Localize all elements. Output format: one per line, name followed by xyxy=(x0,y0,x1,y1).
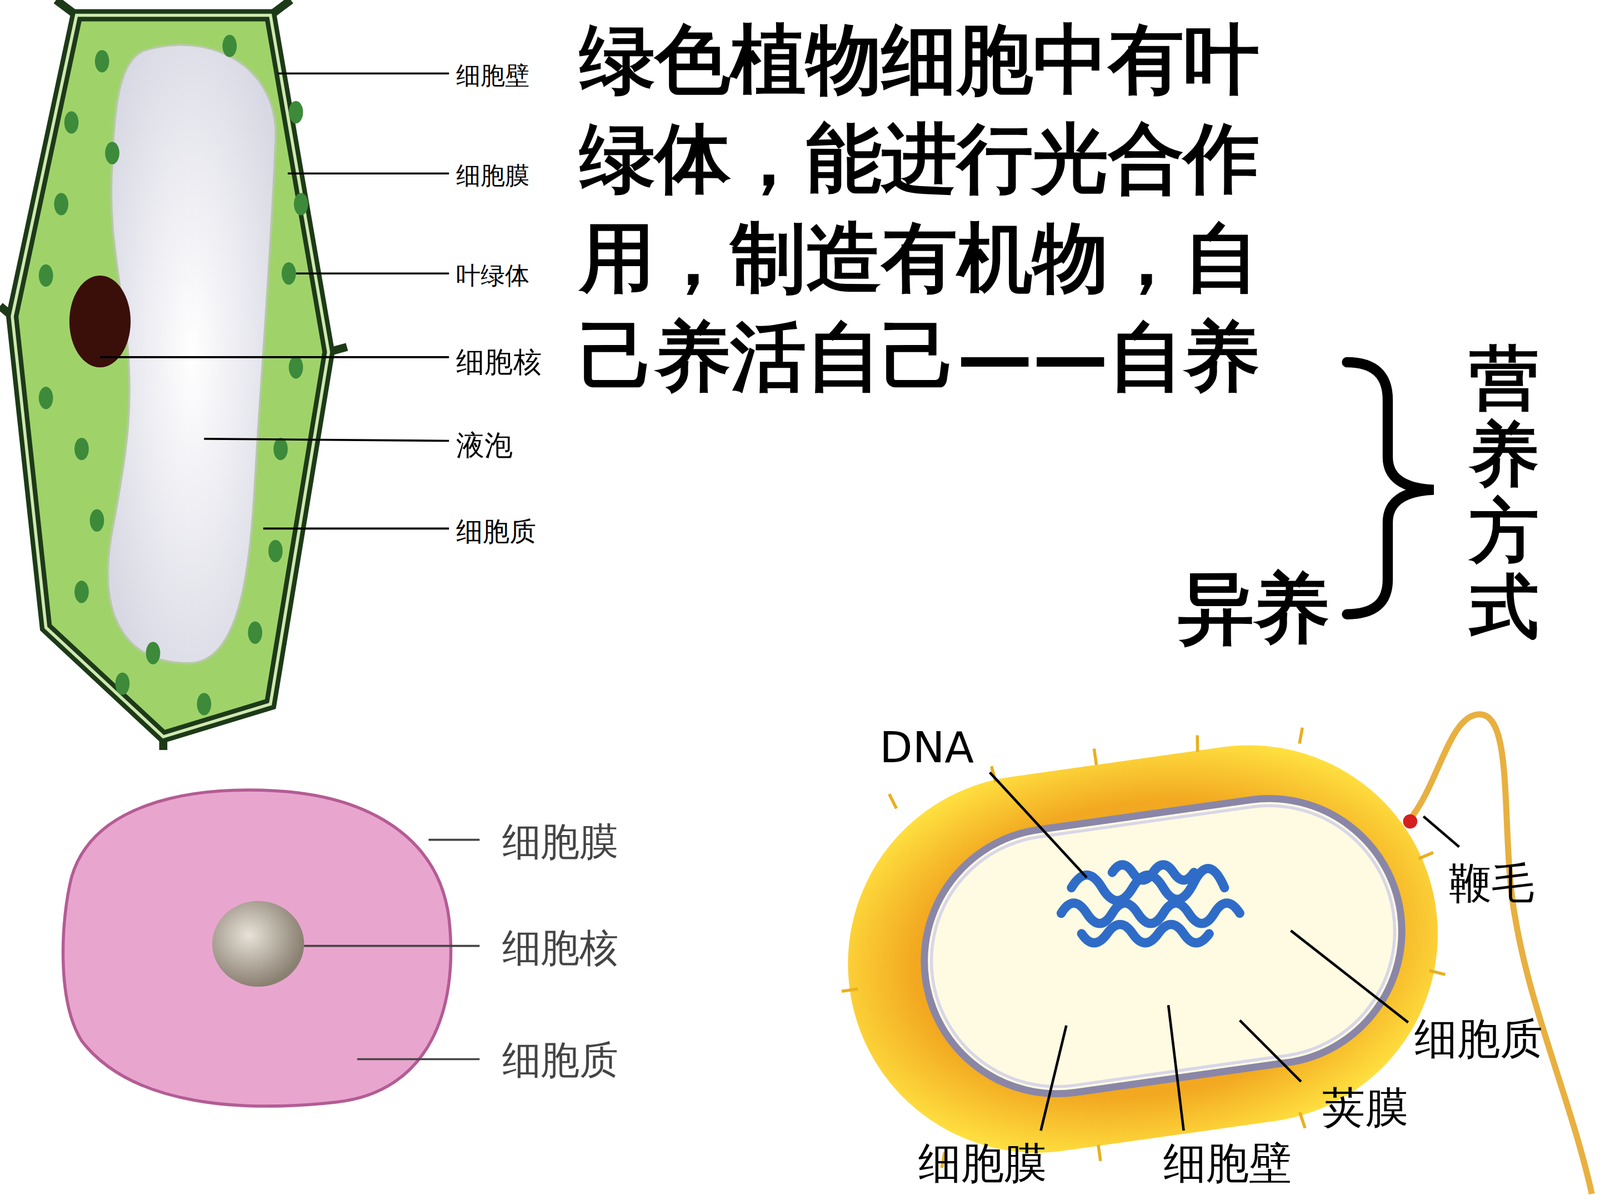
part-label: 细胞膜 xyxy=(456,159,530,193)
part-label: 液泡 xyxy=(456,426,514,466)
part-label: 细胞膜 xyxy=(502,816,619,869)
part-label: 细胞膜 xyxy=(918,1134,1047,1192)
part-label: DNA xyxy=(879,722,974,773)
part-label: 鞭毛 xyxy=(1448,855,1535,913)
part-label: 细胞质 xyxy=(502,1034,619,1087)
plant-cell xyxy=(0,0,449,750)
brace xyxy=(1346,362,1434,615)
bacterium xyxy=(813,703,1593,1194)
description-text: 绿色植物细胞中有叶绿体，能进行光合作用，制造有机物，自己养活自己——自养 xyxy=(579,10,1314,407)
animal-cell xyxy=(63,790,480,1107)
part-label: 细胞壁 xyxy=(456,59,530,93)
nutrition-type: 异养 xyxy=(1178,559,1330,662)
part-label: 荚膜 xyxy=(1322,1079,1408,1137)
vertical-heading: 营养方式 xyxy=(1469,340,1539,647)
part-label: 细胞核 xyxy=(502,922,619,975)
part-label: 细胞核 xyxy=(456,342,542,382)
part-label: 细胞质 xyxy=(456,514,536,550)
part-label: 叶绿体 xyxy=(456,259,530,293)
part-label: 细胞质 xyxy=(1414,1010,1543,1068)
part-label: 细胞壁 xyxy=(1163,1134,1292,1192)
